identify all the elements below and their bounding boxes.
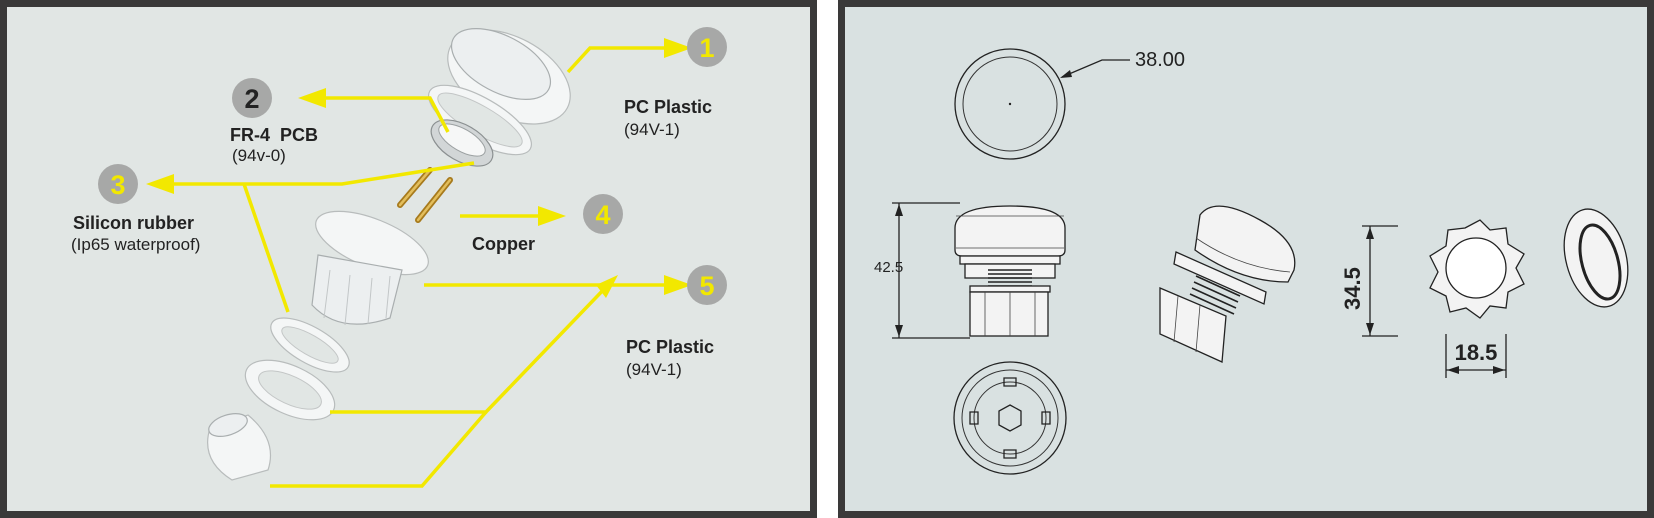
callout-1-number: 1 xyxy=(699,33,714,63)
part-housing xyxy=(311,210,429,326)
side-view: 42.5 xyxy=(874,202,1066,339)
callout-2-number: 2 xyxy=(244,84,259,114)
dim-diameter: 38.00 xyxy=(1135,49,1185,71)
callout-4-label: Copper xyxy=(472,234,535,254)
callout-5-sub: (94V-1) xyxy=(626,360,682,379)
callout-5-label: PC Plastic xyxy=(626,337,714,357)
callout-2-sub: (94v-0) xyxy=(232,146,286,165)
callout-1-sub: (94V-1) xyxy=(624,120,680,139)
callout-4: 4 Copper xyxy=(472,194,623,254)
callout-3: 3 Silicon rubber (Ip65 waterproof) xyxy=(71,164,200,254)
callout-3-label: Silicon rubber xyxy=(73,213,194,233)
callout-3-sub: (Ip65 waterproof) xyxy=(71,235,200,254)
part-bottom-seal xyxy=(270,317,350,373)
exploded-view-panel: 1 PC Plastic (94V-1) 2 FR-4 PCB (94v-0) … xyxy=(0,0,817,518)
top-view: 38.00 xyxy=(954,48,1185,160)
part-copper-pins xyxy=(397,167,453,223)
callout-4-number: 4 xyxy=(595,200,610,230)
isometric-nut xyxy=(1563,208,1629,308)
callout-1: 1 PC Plastic (94V-1) xyxy=(624,27,727,139)
part-nut xyxy=(244,359,336,421)
isometric-view xyxy=(1159,205,1296,363)
callout-5: 5 PC Plastic (94V-1) xyxy=(626,265,727,379)
callout-2-label: FR-4 PCB xyxy=(230,125,318,145)
callout-1-label: PC Plastic xyxy=(624,97,712,117)
dim-height: 42.5 xyxy=(874,259,903,276)
callout-5-badge xyxy=(687,265,727,305)
dim-thread-inner: 18.5 xyxy=(1455,340,1498,365)
callout-1-badge xyxy=(687,27,727,67)
part-back-cover xyxy=(207,413,272,481)
callout-arrows xyxy=(146,38,692,488)
callout-2-badge xyxy=(232,78,272,118)
exploded-view-diagram: 1 PC Plastic (94V-1) 2 FR-4 PCB (94v-0) … xyxy=(71,27,727,488)
technical-drawing: 38.00 42.5 xyxy=(874,48,1629,475)
callout-5-number: 5 xyxy=(699,271,714,301)
bottom-view xyxy=(953,361,1067,475)
technical-drawing-panel: 38.00 42.5 xyxy=(838,0,1654,518)
dim-thread-outer: 34.5 xyxy=(1340,267,1365,310)
callout-4-badge xyxy=(583,194,623,234)
callout-3-badge xyxy=(98,164,138,204)
callout-3-number: 3 xyxy=(110,170,125,200)
callout-2: 2 FR-4 PCB (94v-0) xyxy=(230,78,318,165)
nut-view: 34.5 18.5 xyxy=(1340,219,1525,378)
